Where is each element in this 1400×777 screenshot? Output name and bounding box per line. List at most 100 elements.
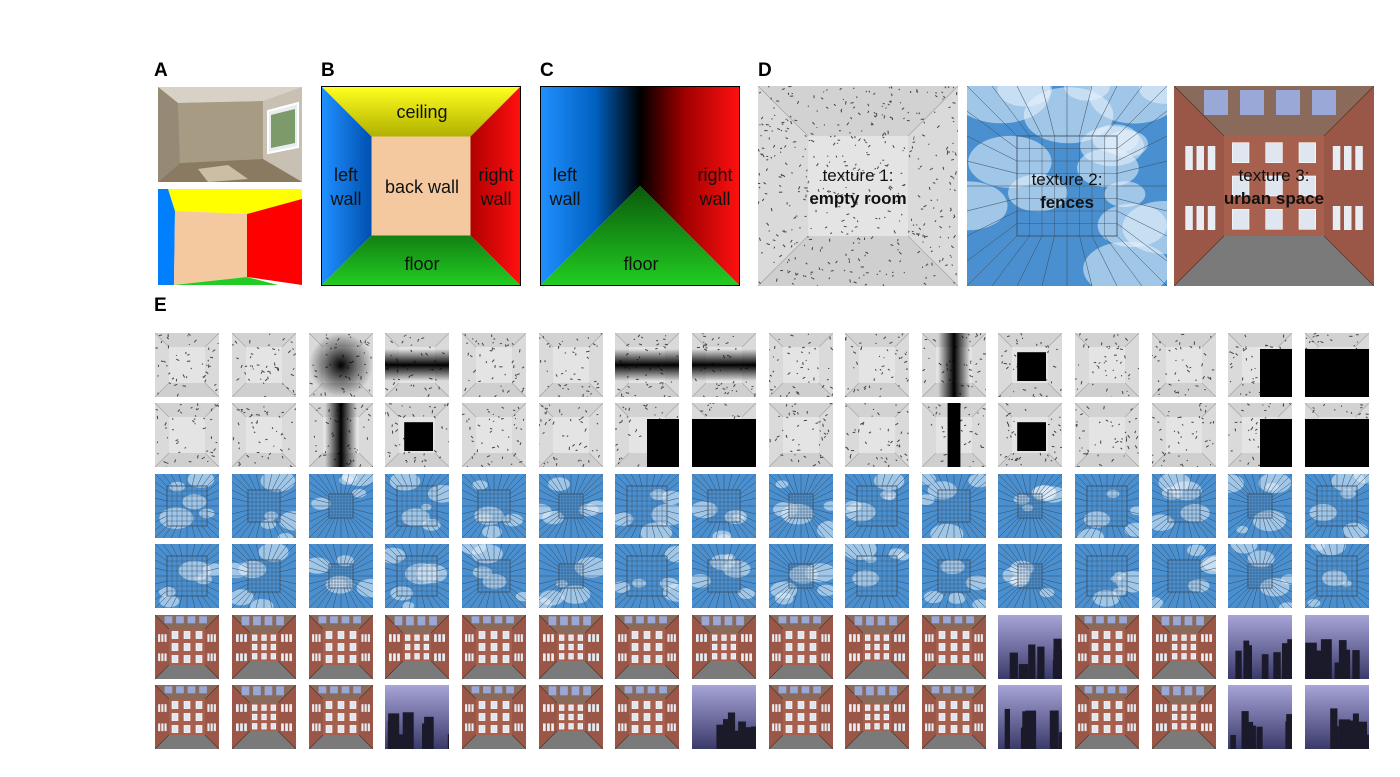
- stimulus-tile: [309, 474, 373, 538]
- stimulus-tile: [385, 333, 449, 397]
- stimulus-tile: [769, 403, 833, 467]
- stimulus-tile: [385, 544, 449, 608]
- stimulus-tile: [692, 333, 756, 397]
- stimulus-tile: [462, 615, 526, 679]
- stimulus-tile: [462, 403, 526, 467]
- stimulus-tile: [922, 333, 986, 397]
- stimulus-tile: [845, 544, 909, 608]
- texture-1-label: texture 1: empty room: [758, 164, 958, 210]
- stimulus-tile: [539, 685, 603, 749]
- stimulus-tile: [1305, 685, 1369, 749]
- stimulus-tile: [385, 685, 449, 749]
- texture-3-label: texture 3: urban space: [1174, 164, 1374, 210]
- stimulus-tile: [309, 403, 373, 467]
- stimulus-tile: [1075, 685, 1139, 749]
- texture-2-label: texture 2: fences: [967, 168, 1167, 214]
- stimulus-tile: [692, 403, 756, 467]
- stimulus-tile: [1305, 333, 1369, 397]
- stimulus-tile: [998, 474, 1062, 538]
- stimulus-tile: [1228, 544, 1292, 608]
- stimulus-tile: [769, 544, 833, 608]
- stimulus-tile: [769, 333, 833, 397]
- panel-label-c: C: [540, 60, 554, 81]
- stimulus-tile: [692, 544, 756, 608]
- stimulus-tile: [769, 615, 833, 679]
- left-wall-label: left wall: [322, 163, 370, 211]
- c-right-wall-label-line1: right: [697, 165, 733, 185]
- stimulus-tile: [922, 544, 986, 608]
- stimulus-tile: [232, 403, 296, 467]
- stimulus-tile: [1075, 333, 1139, 397]
- stimulus-tile: [232, 333, 296, 397]
- stimulus-tile: [998, 403, 1062, 467]
- stimulus-tile: [1305, 403, 1369, 467]
- stimulus-tile: [539, 474, 603, 538]
- stimulus-tile: [692, 474, 756, 538]
- stimulus-tile: [1228, 403, 1292, 467]
- stimulus-tile: [615, 403, 679, 467]
- stimulus-tile: [155, 333, 219, 397]
- panel-label-d: D: [758, 60, 772, 81]
- back-wall-label: back wall: [384, 177, 460, 197]
- stimulus-tile: [845, 474, 909, 538]
- stimulus-tile: [998, 685, 1062, 749]
- stimulus-tile: [1152, 685, 1216, 749]
- texture-2-line1: texture 2:: [1031, 170, 1103, 189]
- c-left-wall-label-line2: wall: [549, 189, 581, 209]
- c-left-wall-label: left wall: [541, 163, 589, 211]
- stimulus-tile: [155, 544, 219, 608]
- stimulus-tile: [232, 544, 296, 608]
- left-wall-label-line2: wall: [330, 189, 362, 209]
- c-right-wall-label-line2: wall: [699, 189, 731, 209]
- stimulus-tile: [155, 403, 219, 467]
- stimulus-tile: [1075, 615, 1139, 679]
- stimulus-tile: [845, 333, 909, 397]
- room-segmentation: [158, 189, 302, 285]
- stimulus-tile: [845, 615, 909, 679]
- stimulus-tile: [922, 474, 986, 538]
- right-wall-label: right wall: [472, 163, 520, 211]
- stimulus-tile: [462, 333, 526, 397]
- stimulus-tile: [1305, 544, 1369, 608]
- stimulus-tile: [769, 685, 833, 749]
- stimulus-tile: [1075, 544, 1139, 608]
- stimulus-tile: [615, 333, 679, 397]
- left-wall-label-line1: left: [333, 165, 358, 185]
- room-photo: [158, 87, 302, 182]
- stimulus-tile: [462, 474, 526, 538]
- right-wall-label-line2: wall: [480, 189, 512, 209]
- stimulus-tile: [462, 544, 526, 608]
- stimulus-tile: [1152, 333, 1216, 397]
- c-left-wall-label-line1: left: [552, 165, 577, 185]
- stimulus-tile: [1152, 474, 1216, 538]
- stimulus-tile: [1305, 615, 1369, 679]
- texture-2-line2: fences: [1040, 193, 1094, 212]
- room-schematic-c: left wall right wall floor: [540, 86, 740, 286]
- texture-3-line2: urban space: [1223, 189, 1325, 208]
- stimulus-tile: [309, 685, 373, 749]
- room-schematic-b: ceiling left wall back wall right wall f…: [321, 86, 521, 286]
- texture-empty-room: texture 1: empty room: [758, 86, 958, 286]
- stimulus-tile: [615, 474, 679, 538]
- stimulus-tile: [539, 544, 603, 608]
- c-floor-label: floor: [623, 254, 659, 274]
- stimulus-tile: [1228, 685, 1292, 749]
- stimulus-tile: [309, 544, 373, 608]
- stimulus-tile: [692, 615, 756, 679]
- ceiling-label: ceiling: [396, 102, 448, 122]
- stimulus-tile: [845, 403, 909, 467]
- stimulus-tile: [155, 615, 219, 679]
- stimulus-tile: [1228, 474, 1292, 538]
- stimulus-tile: [845, 685, 909, 749]
- stimulus-tile: [539, 333, 603, 397]
- stimulus-tile: [998, 615, 1062, 679]
- texture-3-line1: texture 3:: [1238, 166, 1310, 185]
- stimulus-tile: [155, 685, 219, 749]
- texture-fences: texture 2: fences: [967, 86, 1167, 286]
- c-right-wall-label: right wall: [691, 163, 739, 211]
- stimulus-tile: [1152, 615, 1216, 679]
- stimulus-tile: [385, 615, 449, 679]
- texture-1-line1: texture 1:: [822, 166, 894, 185]
- texture-1-line2: empty room: [809, 189, 907, 208]
- stimulus-tile: [232, 685, 296, 749]
